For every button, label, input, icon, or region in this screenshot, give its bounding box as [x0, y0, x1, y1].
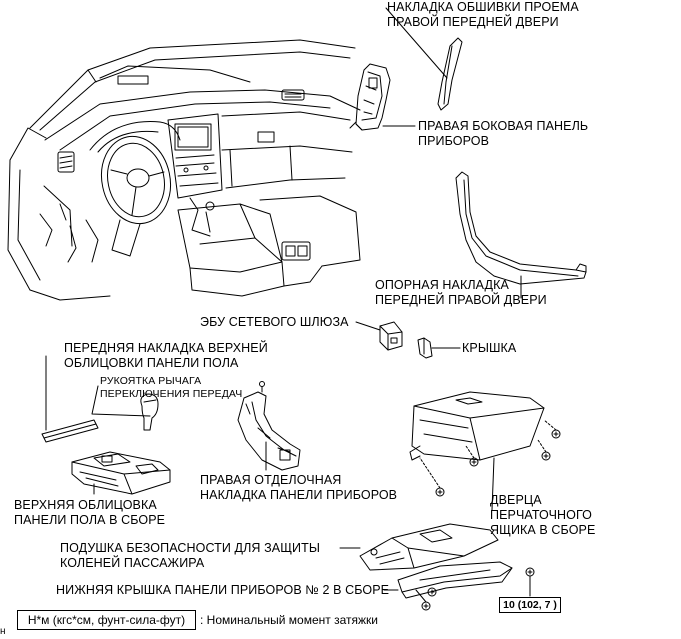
label-line: ПРАВАЯ ОТДЕЛОЧНАЯ: [200, 473, 342, 487]
right-finish-panel-part: [237, 381, 301, 471]
label-right-finish-panel: ПРАВАЯ ОТДЕЛОЧНАЯ НАКЛАДКА ПАНЕЛИ ПРИБОР…: [200, 473, 397, 503]
dashboard-illustration: [7, 39, 361, 301]
bolt-set: [419, 419, 561, 497]
label-line: ДВЕРЦА: [490, 493, 542, 507]
label-line: НАКЛАДКА ОБШИВКИ ПРОЕМА: [387, 0, 579, 14]
label-line: ОБЛИЦОВКИ ПАНЕЛИ ПОЛА: [64, 356, 239, 370]
label-line: ПРАВОЙ ПЕРЕДНЕЙ ДВЕРИ: [387, 15, 559, 29]
label-line: ПРАВАЯ БОКОВАЯ ПАНЕЛЬ: [418, 119, 589, 133]
lower-bolt-set: [415, 567, 535, 611]
label-line: КОЛЕНЕЙ ПАССАЖИРА: [60, 556, 205, 570]
label-gateway-ecu: ЭБУ СЕТЕВОГО ШЛЮЗА: [200, 315, 349, 329]
knee-airbag-part: [359, 523, 499, 571]
gateway-ecu-part: [379, 321, 403, 351]
label-line: ПЕРЕДНЯЯ НАКЛАДКА ВЕРХНЕЙ: [64, 341, 268, 355]
upper-console-part: [71, 451, 171, 495]
label-knee-airbag: ПОДУШКА БЕЗОПАСНОСТИ ДЛЯ ЗАЩИТЫ КОЛЕНЕЙ …: [60, 541, 320, 571]
label-front-console-trim: ПЕРЕДНЯЯ НАКЛАДКА ВЕРХНЕЙ ОБЛИЦОВКИ ПАНЕ…: [64, 341, 268, 371]
lower-cover-part: [397, 561, 513, 599]
leader-glove-box: [491, 457, 495, 511]
corner-mark: н: [0, 626, 6, 637]
label-line: ЯЩИКА В СБОРЕ: [490, 523, 596, 537]
label-scuff-plate: ОПОРНАЯ НАКЛАДКА ПЕРЕДНЕЙ ПРАВОЙ ДВЕРИ: [375, 278, 547, 308]
right-side-panel-part: [349, 63, 391, 131]
leader-door-opening-trim: [385, 7, 448, 79]
scuff-plate-part: [455, 171, 587, 285]
label-line: РУКОЯТКА РЫЧАГА: [100, 375, 202, 387]
leader-gateway-ecu: [355, 321, 381, 331]
label-upper-console: ВЕРХНЯЯ ОБЛИЦОВКА ПАНЕЛИ ПОЛА В СБОРЕ: [14, 498, 165, 528]
legend-unit-box: Н*м (кгс*см, фунт-сила-фут): [17, 610, 196, 630]
glove-box-part: [409, 391, 545, 461]
leader-shift-knob: [91, 385, 151, 417]
label-line: ПОДУШКА БЕЗОПАСНОСТИ ДЛЯ ЗАЩИТЫ: [60, 541, 321, 555]
label-lower-cover: НИЖНЯЯ КРЫШКА ПАНЕЛИ ПРИБОРОВ № 2 В СБОР…: [56, 583, 390, 597]
label-line: ПАНЕЛИ ПОЛА В СБОРЕ: [14, 513, 166, 527]
label-right-side-panel: ПРАВАЯ БОКОВАЯ ПАНЕЛЬ ПРИБОРОВ: [418, 119, 588, 149]
label-line: ПЕРЕДНЕЙ ПРАВОЙ ДВЕРИ: [375, 293, 547, 307]
legend-description: : Номинальный момент затяжки: [200, 613, 378, 627]
label-cover: КРЫШКА: [462, 341, 517, 355]
door-opening-trim-part: [437, 37, 463, 111]
front-console-trim-part: [41, 419, 99, 443]
label-line: ПЕРЕКЛЮЧЕНИЯ ПЕРЕДАЧ: [100, 388, 243, 400]
label-glove-box-door: ДВЕРЦА ПЕРЧАТОЧНОГО ЯЩИКА В СБОРЕ: [490, 493, 595, 538]
label-shift-knob: РУКОЯТКА РЫЧАГА ПЕРЕКЛЮЧЕНИЯ ПЕРЕДАЧ: [100, 375, 242, 401]
label-line: НАКЛАДКА ПАНЕЛИ ПРИБОРОВ: [200, 488, 398, 502]
label-line: ОПОРНАЯ НАКЛАДКА: [375, 278, 509, 292]
torque-value-box: 10 (102, 7 ): [499, 597, 561, 613]
label-line: ВЕРХНЯЯ ОБЛИЦОВКА: [14, 498, 157, 512]
label-door-opening-trim: НАКЛАДКА ОБШИВКИ ПРОЕМА ПРАВОЙ ПЕРЕДНЕЙ …: [387, 0, 579, 30]
label-line: ПЕРЧАТОЧНОГО: [490, 508, 592, 522]
cover-part: [417, 337, 433, 359]
label-line: ПРИБОРОВ: [418, 134, 490, 148]
